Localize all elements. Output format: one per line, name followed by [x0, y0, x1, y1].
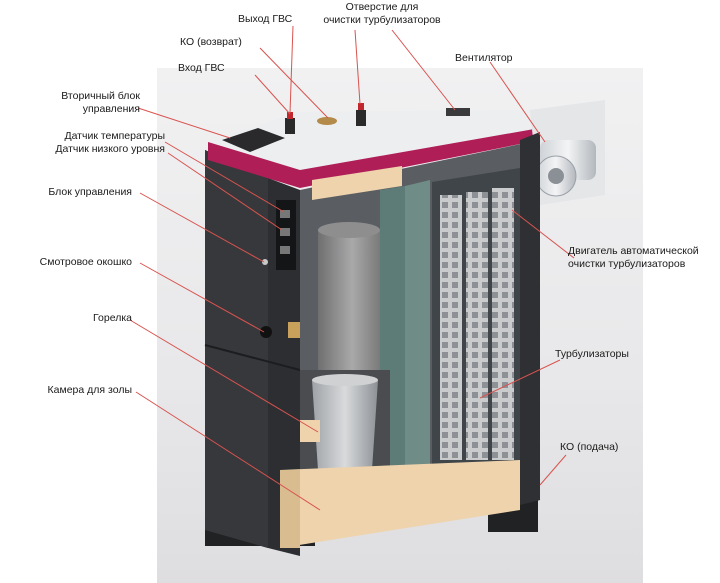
leader-vyhod-gvs — [289, 25, 294, 114]
label-blok-upravleniya: Блок управления — [48, 186, 132, 198]
label-vhod-gvs: Вход ГВС — [178, 62, 225, 74]
label-dvigatel: Двигатель автоматической очистки турбули… — [568, 245, 699, 270]
label-kamera: Камера для золы — [47, 384, 132, 396]
label-ko-vozvrat: КО (возврат) — [180, 36, 242, 48]
label-datchik: Датчик температуры Датчик низкого уровня — [55, 130, 165, 155]
label-vyhod-gvs: Выход ГВС — [238, 13, 293, 25]
label-turbulizatory: Турбулизаторы — [555, 348, 629, 360]
leader-vtorichny — [137, 107, 231, 139]
label-gorelka: Горелка — [93, 312, 132, 324]
leader-dvigatel — [511, 209, 575, 259]
leader-kamera — [135, 391, 321, 511]
leader-datchik-1 — [164, 141, 285, 213]
leader-gorelka — [129, 319, 319, 433]
label-vtorichny-blok: Вторичный блок управления — [61, 90, 140, 115]
leader-blok — [139, 192, 265, 263]
boiler-cutaway — [280, 140, 540, 548]
leader-otverstie — [354, 29, 361, 105]
control-block — [262, 200, 296, 270]
leader-ko-vozvrat — [259, 47, 329, 119]
label-smotrovoe: Смотровое окошко — [39, 256, 132, 268]
leader-smotrovoe — [139, 262, 265, 333]
leader-vhod-gvs — [254, 74, 291, 115]
fan-assembly — [520, 100, 605, 505]
leader-lines — [129, 25, 575, 511]
label-ko-podacha: КО (подача) — [560, 441, 619, 453]
leader-turbulizatory — [479, 359, 561, 399]
leader-otverstie-2 — [391, 29, 456, 111]
label-ventilyator: Вентилятор — [455, 52, 513, 64]
leader-datchik-2 — [167, 152, 283, 231]
label-otverstie: Отверстие для очистки турбулизаторов — [323, 1, 441, 26]
leader-ventilyator — [489, 61, 546, 143]
fittings — [285, 103, 366, 134]
leader-ko-podacha — [539, 454, 567, 486]
